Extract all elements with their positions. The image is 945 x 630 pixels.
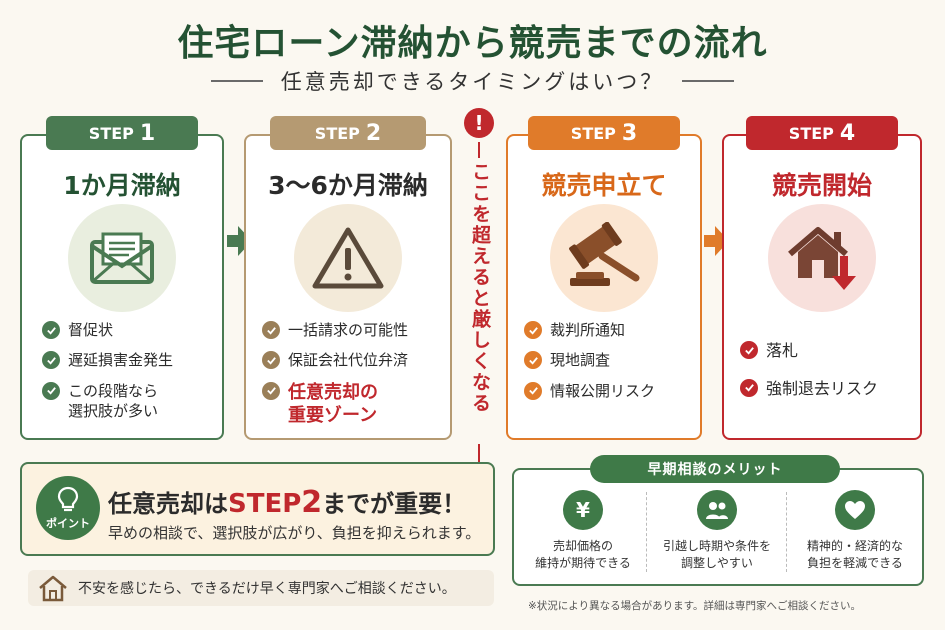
check-icon: [740, 378, 758, 397]
check-icon: [524, 351, 542, 370]
step-3-heading: 競売申立て: [541, 171, 667, 200]
list-item: 一括請求の可能性: [262, 320, 448, 340]
point-headline-pre: 任意売却は: [108, 490, 228, 518]
step-4-badge-label: STEP: [788, 123, 834, 143]
merit-separator: [786, 492, 787, 572]
step-3-icon-circle: [550, 204, 658, 312]
list-item: 遅延損害金発生: [42, 350, 218, 370]
envelope-icon: [90, 232, 154, 284]
list-item: 任意売却の 重要ゾーン: [262, 381, 448, 428]
gavel-icon: [569, 222, 640, 286]
warning-divider: ! ここを超えると厳しくなる: [456, 108, 502, 468]
page-title: 住宅ローン滞納から競売までの流れ: [177, 23, 768, 64]
exclamation-icon: !: [464, 108, 494, 138]
warning-icon: [312, 227, 384, 289]
people-icon: [697, 490, 737, 530]
list-item: 保証会社代位弁済: [262, 350, 448, 370]
point-headline-num: 2: [301, 485, 323, 520]
check-icon: [42, 321, 60, 339]
step-2-badge-num: 2: [365, 120, 382, 146]
footnote: ※状況により異なる場合があります。詳細は専門家へご相談ください。: [528, 600, 862, 612]
point-subtext: 早めの相談で、選択肢が広がり、負担を抑えられます。: [108, 524, 481, 542]
page-subtitle: 任意売却できるタイミングはいつ？: [280, 70, 665, 94]
step-1-badge-label: STEP: [88, 123, 134, 143]
important-zone-text: 任意売却の 重要ゾーン: [288, 381, 378, 426]
list-item: 落札: [740, 340, 916, 362]
warning-text: ここを超えると厳しくなる: [469, 162, 491, 414]
list-item-text: 督促状: [68, 321, 114, 339]
step-1-list: 督促状 遅延損害金発生 この段階なら 選択肢が多い: [42, 320, 218, 431]
list-item: 裁判所通知: [524, 320, 700, 340]
step-2-badge-label: STEP: [314, 123, 360, 143]
check-icon: [524, 321, 542, 339]
step-4-badge: STEP 4: [746, 116, 898, 150]
list-item: 強制退去リスク: [740, 378, 916, 400]
yen-icon: ¥: [563, 490, 603, 530]
point-headline-post: までが重要！: [322, 490, 467, 518]
step-2-icon-circle: [294, 204, 402, 312]
warning-line-top: [478, 142, 480, 158]
check-icon: [42, 351, 60, 370]
list-item: 督促状: [42, 320, 218, 340]
merit-title: 早期相談のメリット: [590, 455, 840, 483]
merit-text: 売却価格の 維持が期待できる: [535, 539, 631, 570]
step-2-heading: 3〜6か月滞納: [268, 171, 428, 200]
point-label: ポイント: [46, 517, 90, 530]
check-icon: [262, 321, 280, 339]
bottom-note-text: 不安を感じたら、できるだけ早く専門家へご相談ください。: [78, 581, 456, 597]
step-2-list: 一括請求の可能性 保証会社代位弁済 任意売却の 重要ゾーン: [262, 320, 448, 437]
step-4-heading: 競売開始: [771, 171, 872, 200]
bottom-note: 不安を感じたら、できるだけ早く専門家へご相談ください。: [28, 570, 494, 606]
list-item-text: 強制退去リスク: [766, 378, 879, 398]
subtitle-line-left: [210, 80, 263, 82]
step-2-badge: STEP 2: [270, 116, 426, 150]
check-icon: [262, 381, 280, 400]
list-item-text: 遅延損害金発生: [68, 351, 174, 370]
check-icon: [42, 381, 60, 400]
step-4-list: 落札 強制退去リスク: [740, 340, 916, 409]
list-item-text: 情報公開リスク: [550, 381, 656, 400]
merit-item-schedule: 引越し時期や条件を 調整しやすい: [652, 490, 782, 572]
warning-line-bottom: [478, 444, 480, 464]
check-icon: [262, 351, 280, 370]
list-item: 情報公開リスク: [524, 381, 700, 401]
check-icon: [740, 341, 758, 359]
list-item-text: 落札: [766, 341, 799, 360]
point-badge: ポイント: [36, 476, 100, 540]
merit-item-burden: 精神的・経済的な 負担を軽減できる: [790, 490, 920, 572]
house-down-icon: [788, 227, 856, 290]
subtitle-row: 任意売却できるタイミングはいつ？: [0, 66, 945, 96]
step-4-icon-circle: [768, 204, 876, 312]
list-item-text: 一括請求の可能性: [288, 321, 409, 339]
merit-item-price: ¥ 売却価格の 維持が期待できる: [518, 490, 648, 572]
step-1-icon-circle: [68, 204, 176, 312]
house-icon: [39, 575, 67, 602]
point-headline: 任意売却はSTEP2までが重要！: [108, 484, 466, 520]
merit-separator: [646, 492, 647, 572]
step-4-badge-num: 4: [839, 120, 856, 146]
list-item: 現地調査: [524, 350, 700, 370]
heart-icon: [835, 490, 875, 530]
step-3-list: 裁判所通知 現地調査 情報公開リスク: [524, 320, 700, 411]
point-headline-step: STEP: [228, 489, 302, 519]
step-3-badge-label: STEP: [570, 123, 616, 143]
merit-text: 精神的・経済的な 負担を軽減できる: [806, 539, 903, 570]
step-3-badge: STEP 3: [528, 116, 680, 150]
list-item-text: 裁判所通知: [550, 321, 626, 339]
list-item-text: 現地調査: [550, 351, 611, 370]
list-item-text: 保証会社代位弁済: [288, 351, 409, 370]
list-item: この段階なら 選択肢が多い: [42, 381, 218, 422]
list-item-text: この段階なら 選択肢が多い: [68, 381, 159, 420]
merit-text: 引越し時期や条件を 調整しやすい: [662, 539, 771, 570]
subtitle-line-right: [682, 80, 735, 82]
check-icon: [524, 381, 542, 400]
step-3-badge-num: 3: [621, 120, 638, 146]
lightbulb-icon: [57, 486, 79, 512]
step-1-badge-num: 1: [139, 120, 156, 146]
step-1-heading: 1か月滞納: [63, 171, 181, 200]
step-1-badge: STEP 1: [46, 116, 198, 150]
